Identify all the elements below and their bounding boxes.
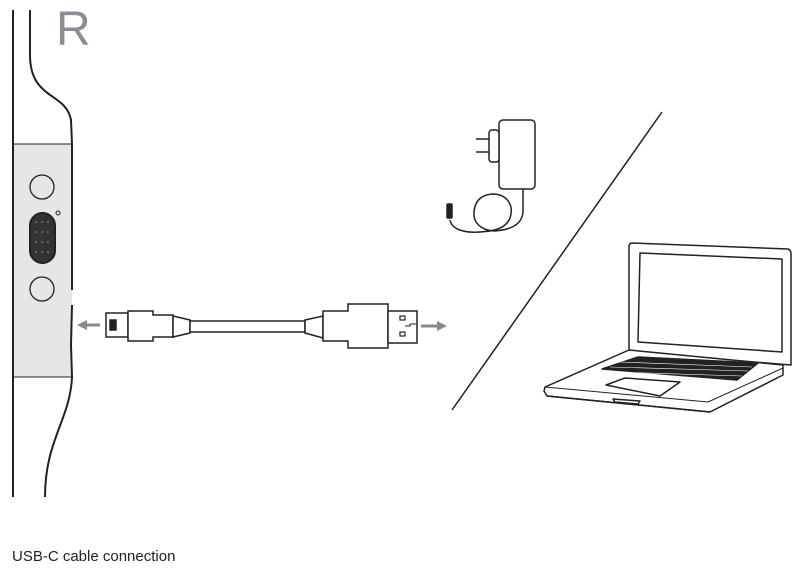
arrow-right-icon <box>421 321 447 331</box>
laptop <box>543 242 792 413</box>
usb-cable <box>105 303 418 349</box>
usb-a-plug <box>387 310 418 344</box>
wall-charger <box>446 119 536 233</box>
divider-line <box>451 111 663 411</box>
button-icon <box>29 276 55 302</box>
button-icon <box>29 174 55 200</box>
right-side-label: R <box>56 3 91 56</box>
wheel-texture <box>35 221 49 253</box>
diagram-caption: USB-C cable connection <box>12 548 176 565</box>
trackpad <box>605 377 681 397</box>
control-wheel-icon <box>29 212 56 264</box>
headband-device <box>12 10 74 498</box>
arrow-left-icon <box>77 320 100 330</box>
